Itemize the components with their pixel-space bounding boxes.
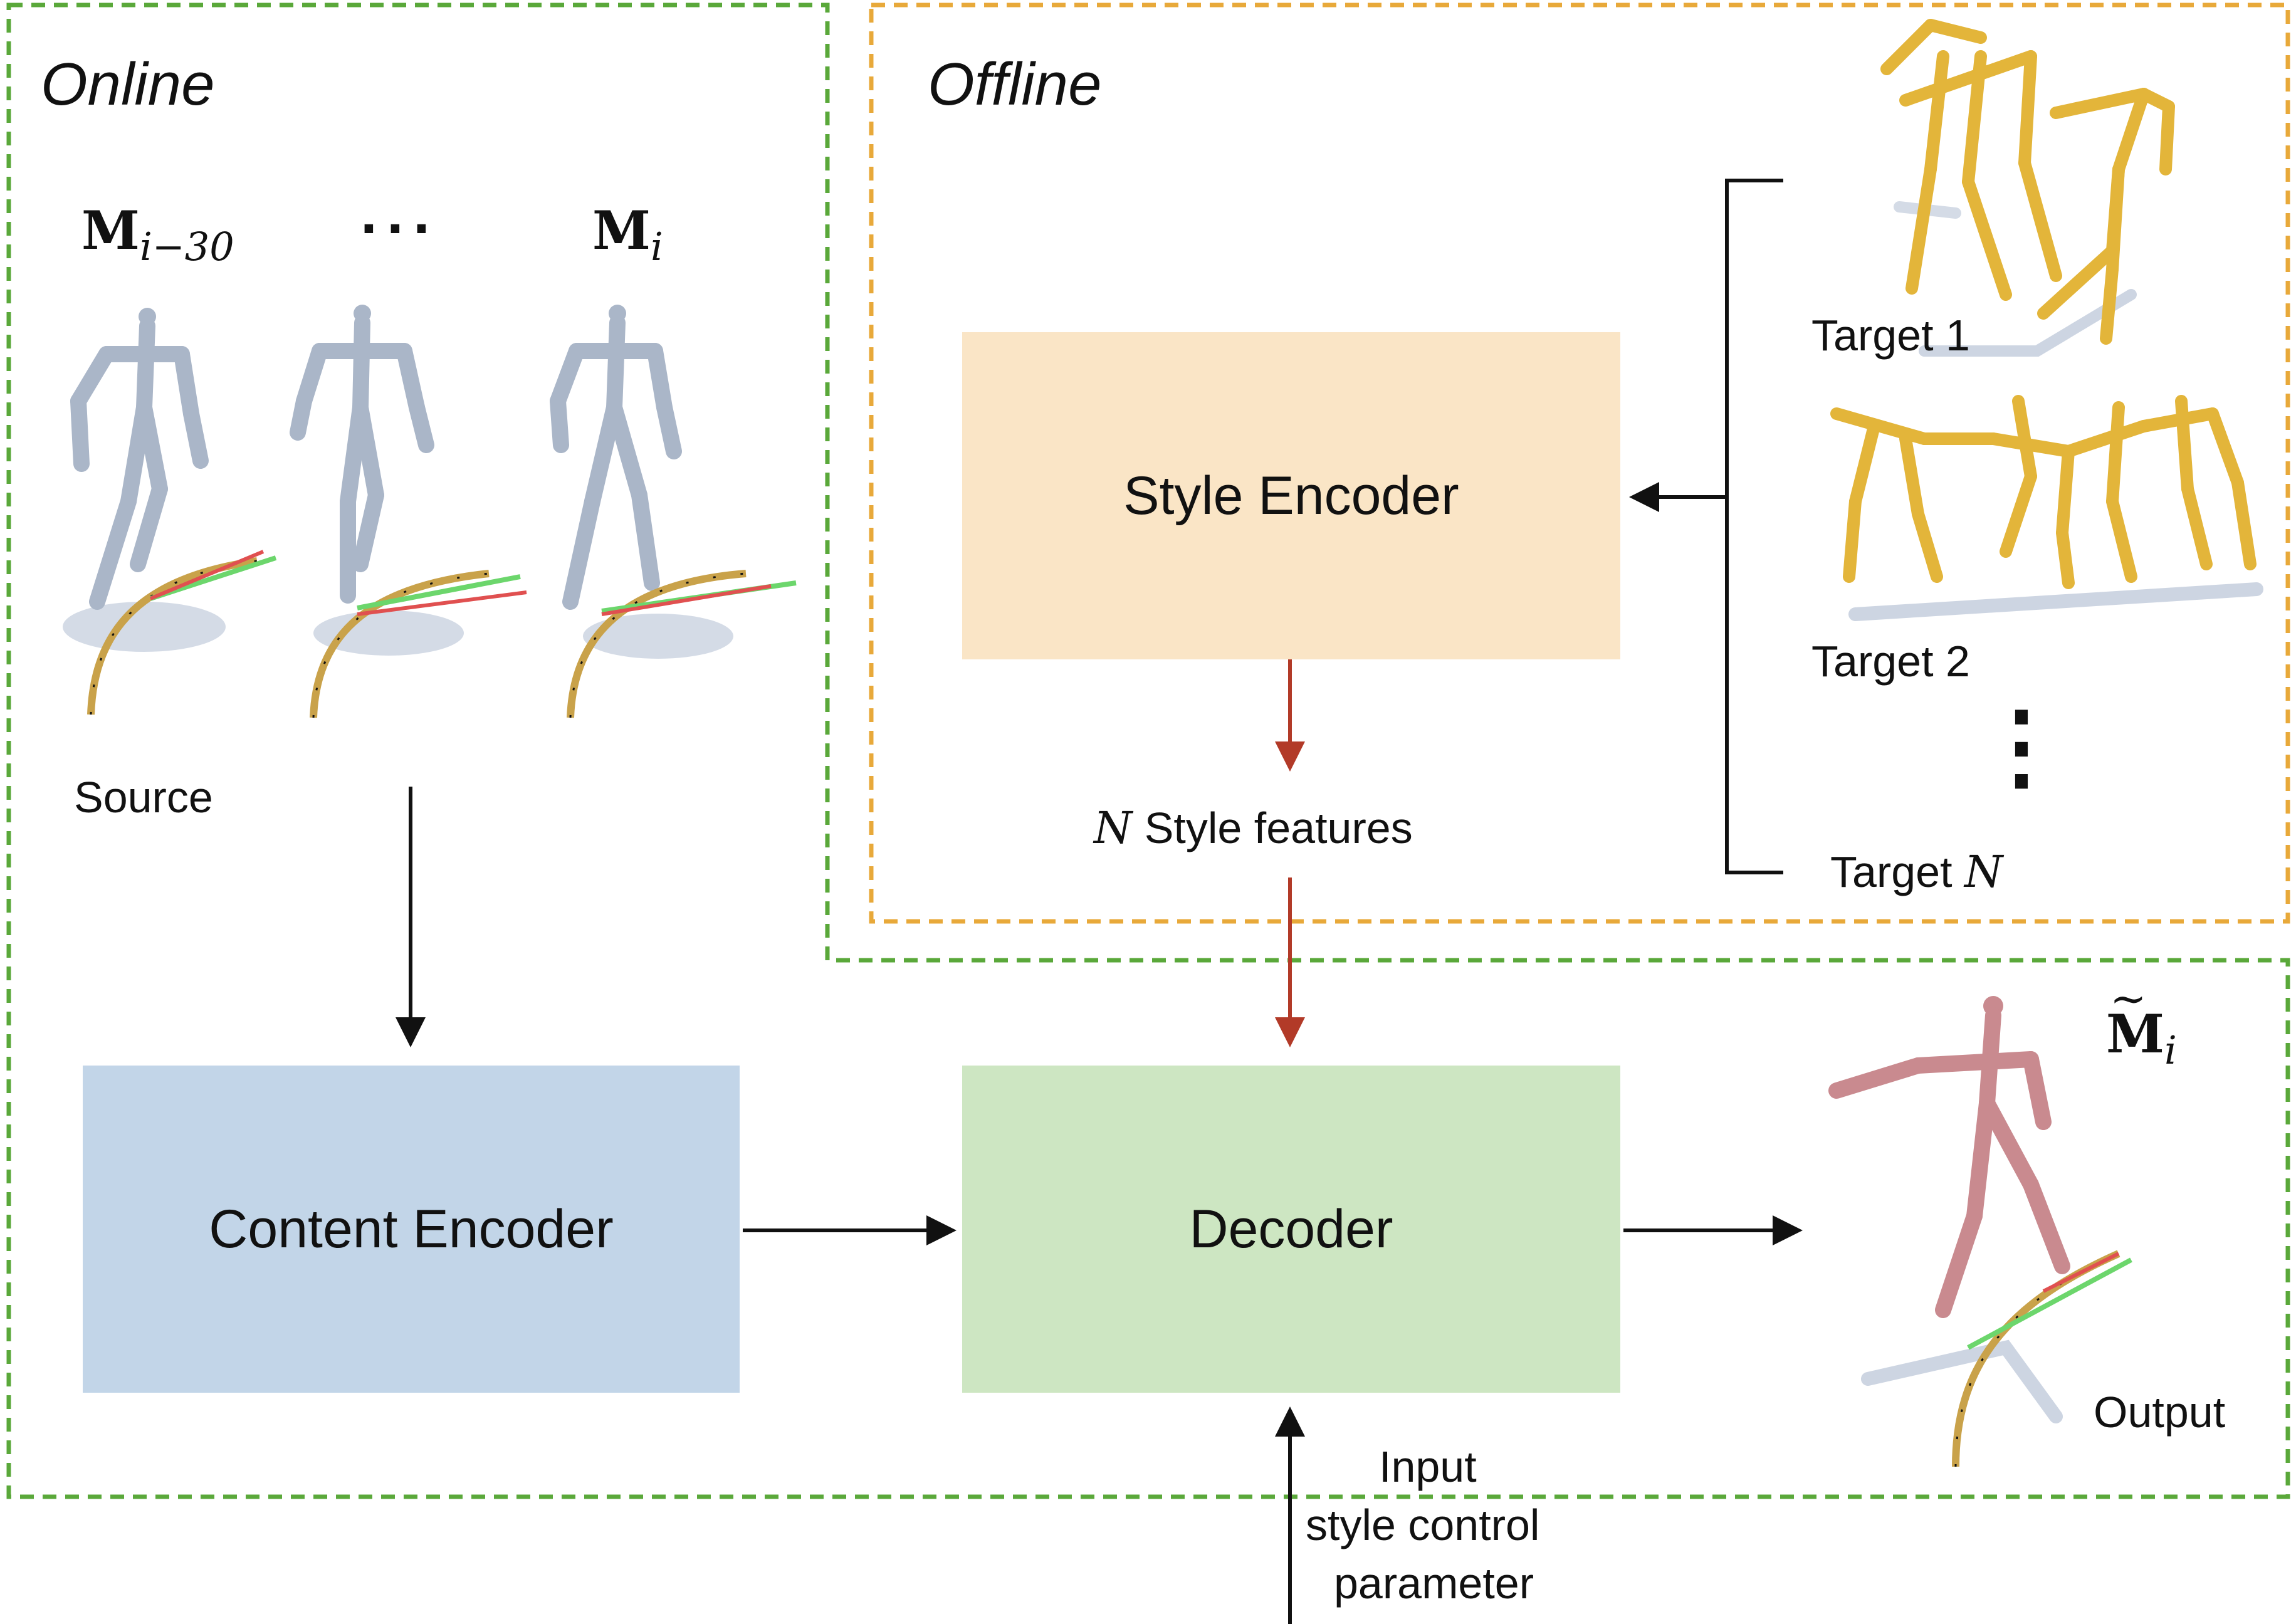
targets-vertical-ellipsis: ⋮: [1974, 693, 2068, 799]
online-label: Online: [41, 51, 215, 118]
output-symbol-subscript: i: [2164, 1027, 2177, 1073]
style-encoder-label: Style Encoder: [1123, 465, 1459, 526]
offline-label: Offline: [928, 51, 1102, 118]
source-trajectory-2: [310, 570, 527, 718]
output-symbol-letter: M: [2106, 1003, 2164, 1065]
target-n-label: Target N: [1830, 846, 2003, 898]
target-n-var: N: [1964, 846, 2003, 898]
source-trajectory-1: [87, 550, 277, 715]
frame-label-last: Mi: [592, 199, 663, 270]
content-encoder-label: Content Encoder: [209, 1198, 614, 1259]
frame-first-subscript: i−30: [139, 224, 234, 270]
offline-region-border: [869, 3, 2290, 924]
target-1-label: Target 1: [1811, 311, 1970, 360]
target-n-prefix: Target: [1830, 847, 1953, 896]
source-skeleton-3: [550, 305, 733, 659]
target-2-skeletons: [1830, 395, 2263, 621]
frame-first-symbol: M: [81, 199, 140, 261]
style-encoder-block: Style Encoder: [962, 332, 1620, 659]
style-features-label: N Style features: [1094, 802, 1413, 854]
output-skeleton: [1828, 996, 2070, 1423]
frame-last-symbol: M: [592, 199, 651, 261]
decoder-block: Decoder: [962, 1066, 1620, 1393]
control-input-line1: Input: [1379, 1442, 1477, 1491]
source-trajectory-3: [567, 570, 797, 718]
control-input-line2: style control: [1306, 1501, 1540, 1549]
source-skeleton-2: [290, 305, 464, 656]
style-features-text: Style features: [1144, 804, 1413, 852]
style-features-var: N: [1094, 802, 1133, 854]
output-tilde: ~: [2110, 973, 2147, 1024]
source-label: Source: [74, 773, 213, 822]
decoder-label: Decoder: [1189, 1198, 1393, 1259]
frame-last-subscript: i: [650, 224, 663, 270]
target-2-label: Target 2: [1811, 637, 1970, 686]
frame-ellipsis: ···: [360, 195, 439, 262]
targets-bracket: [1725, 179, 1783, 874]
output-symbol: ~ M i: [2106, 973, 2177, 1073]
output-label: Output: [2094, 1388, 2226, 1437]
frame-label-first: Mi−30: [81, 199, 234, 270]
target-1-skeletons: [1880, 19, 2175, 357]
control-input-line3: parameter: [1334, 1559, 1534, 1608]
content-encoder-block: Content Encoder: [83, 1066, 740, 1393]
online-region-border: [6, 3, 2290, 1499]
output-trajectory: [1952, 1250, 2132, 1467]
source-skeleton-1: [63, 308, 226, 652]
